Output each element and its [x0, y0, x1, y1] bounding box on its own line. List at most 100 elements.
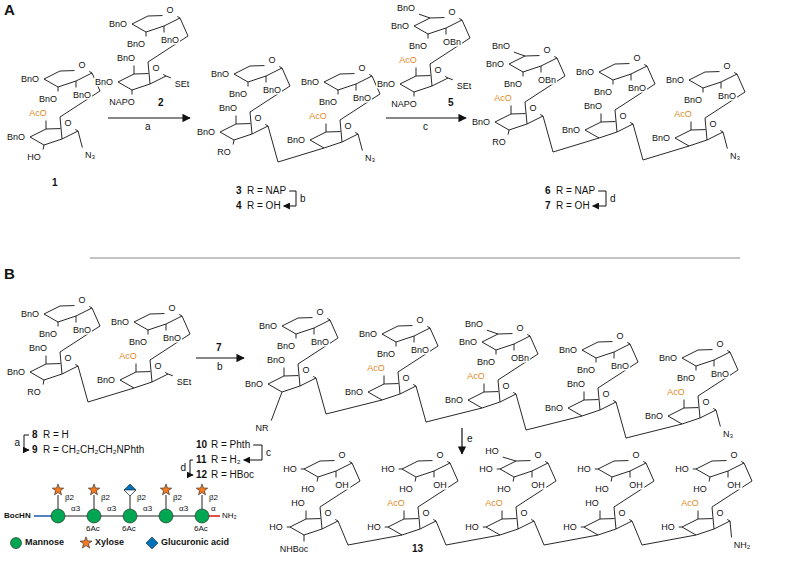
xylose-symbol	[52, 484, 63, 495]
bond-line	[430, 17, 444, 18]
atom-label: BnO	[126, 40, 146, 49]
sugar-ring	[599, 64, 647, 80]
sugar-ring	[304, 461, 352, 477]
atom-label: AcO	[484, 499, 504, 508]
bond-line	[250, 65, 264, 66]
ring-oxygen: O	[701, 398, 710, 407]
reaction-arrow	[190, 460, 193, 475]
linkage-label: α3	[71, 505, 80, 513]
atom-label: BnO	[464, 320, 484, 329]
substituent-note: R = CH₂CH₂CH₂NPhth	[43, 445, 144, 455]
glycosidic-bond	[150, 316, 190, 382]
bond-line	[446, 28, 447, 35]
ring-oxygen: O	[601, 390, 610, 399]
bond-line	[165, 372, 168, 374]
bond-line	[76, 81, 77, 88]
bond-line	[284, 368, 285, 377]
bond-line	[369, 74, 372, 76]
atom-label: BnO	[210, 70, 230, 79]
xylose-symbol	[160, 484, 171, 495]
bond-line	[497, 469, 500, 470]
branch-line	[166, 495, 167, 509]
bond-line	[89, 71, 92, 73]
ring-oxygen: O	[153, 362, 162, 371]
atom-label: BnO	[358, 330, 378, 339]
atom-label: BnO	[228, 90, 248, 99]
sugar-ring	[44, 306, 92, 322]
atom-label: BnO	[376, 350, 396, 359]
bond-line	[43, 145, 45, 150]
linker-line	[34, 515, 52, 517]
ring-oxygen: O	[77, 61, 86, 70]
atom-label: BnO	[38, 330, 58, 339]
bond-line	[631, 74, 632, 81]
glycosidic-bond	[705, 74, 745, 140]
sugar-ring	[486, 519, 534, 535]
ring-oxygen: O	[542, 46, 551, 55]
bond-line	[448, 78, 453, 80]
bond-line	[89, 306, 92, 308]
bond-line	[396, 342, 397, 347]
compound-number: 1	[52, 178, 58, 188]
bond-line	[349, 461, 352, 463]
atom-label: BnO	[6, 133, 26, 142]
bond-line	[236, 116, 237, 125]
atom-label: BnO	[218, 104, 238, 113]
bond-line	[164, 26, 165, 33]
glycan-end-label: NH₂	[222, 512, 237, 520]
atom-label: N₃	[84, 151, 96, 160]
bond-line	[148, 330, 149, 335]
atom-label: HO	[478, 465, 494, 474]
legend-swatch	[11, 538, 22, 549]
bond-line	[545, 461, 548, 463]
sugar-ring	[324, 74, 372, 90]
atom-label: BnO	[20, 75, 40, 84]
bond-line	[326, 131, 340, 132]
atom-label: HO	[674, 465, 690, 474]
bond-line	[447, 461, 450, 463]
branch-line	[58, 495, 59, 509]
bond-line	[335, 519, 338, 521]
bond-line	[146, 32, 147, 37]
bond-line	[317, 477, 319, 482]
bond-line	[418, 460, 432, 461]
bond-line	[496, 350, 497, 355]
legend-text: Xylose	[95, 538, 124, 547]
sugar-ring	[118, 74, 166, 90]
bond-line	[313, 376, 316, 378]
bond-line	[644, 64, 647, 66]
sugar-ring	[495, 114, 543, 130]
xylose-symbol	[196, 484, 207, 495]
ring-oxygen: O	[617, 509, 626, 518]
sugar-ring	[368, 384, 416, 400]
atom-label: OBn	[510, 354, 530, 363]
atom-label: SEt	[456, 82, 473, 91]
bond-line	[691, 122, 692, 131]
bond-line	[46, 356, 47, 365]
glycosidic-bond	[148, 18, 188, 84]
glycosidic-bond	[615, 66, 655, 132]
sugar-ring	[310, 132, 358, 148]
reagent-letter: a	[145, 122, 151, 132]
bond-line	[531, 519, 534, 521]
bond-line	[629, 519, 632, 521]
linkage-label: α3	[143, 505, 152, 513]
glycosidic-bond	[614, 463, 654, 529]
bond-line	[271, 392, 282, 421]
atom-label: BnO	[108, 20, 128, 29]
reagent-letter: a	[14, 438, 20, 448]
bond-line	[384, 383, 398, 384]
bond-line	[723, 132, 727, 149]
bond-line	[60, 70, 74, 71]
atom-label: N₃	[722, 430, 734, 439]
bond-line	[134, 73, 148, 74]
bond-line	[513, 392, 516, 394]
mannose-symbol	[51, 509, 65, 523]
glycosidic-bond	[534, 521, 598, 545]
bond-line	[287, 527, 290, 528]
bond-line	[720, 130, 723, 132]
ring-oxygen: O	[708, 120, 717, 129]
bond-line	[713, 408, 716, 410]
bond-line	[148, 15, 162, 16]
bond-line	[233, 140, 235, 145]
